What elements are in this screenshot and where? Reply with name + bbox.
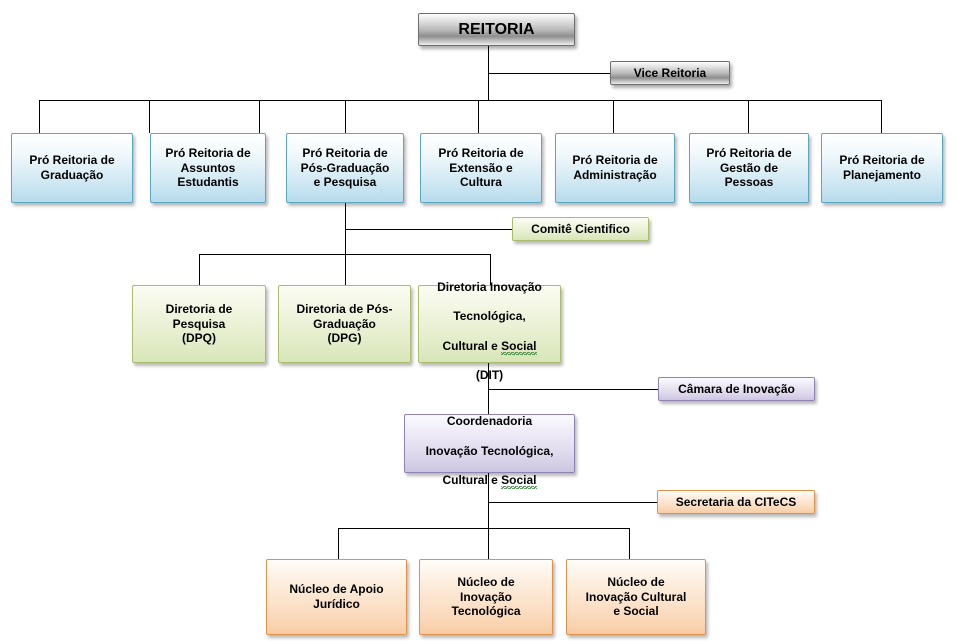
- node-secretaria-citecs[interactable]: Secretaria da CITeCS: [657, 490, 815, 514]
- node-pro-reitoria-gestao-pessoas-label: Pró Reitoria de Gestão de Pessoas: [706, 146, 792, 190]
- node-nucleo-inovacao-tecnologica[interactable]: Núcleo de Inovação Tecnológica: [419, 559, 553, 635]
- connector-drop-5: [478, 100, 479, 133]
- node-pro-reitoria-planejamento-label: Pró Reitoria de Planejamento: [839, 153, 925, 182]
- connector-drop-dpq: [199, 254, 200, 286]
- coord-line-2: Inovação Tecnológica,: [425, 443, 554, 458]
- node-diretoria-pos-graduacao[interactable]: Diretoria de Pós- Graduação (DPG): [278, 285, 411, 363]
- node-vice-reitoria[interactable]: Vice Reitoria: [610, 61, 730, 85]
- node-pro-reitoria-planejamento[interactable]: Pró Reitoria de Planejamento: [821, 133, 943, 203]
- connector-comite: [345, 229, 512, 230]
- connector-camara: [488, 389, 658, 390]
- node-coordenadoria-citecs[interactable]: Coordenadoria Inovação Tecnológica, Cult…: [404, 414, 575, 489]
- node-nucleo-inovacao-tecnologica-label: Núcleo de Inovação Tecnológica: [451, 575, 521, 619]
- node-pro-reitoria-assuntos-estudantis-label: Pró Reitoria de Assuntos Estudantis: [165, 146, 251, 190]
- node-reitoria[interactable]: REITORIA: [418, 13, 575, 46]
- connector-coordenadoria-stem: [488, 473, 489, 560]
- node-diretoria-pesquisa[interactable]: Diretoria de Pesquisa (DPQ): [132, 285, 266, 363]
- connector-drop-2: [149, 100, 150, 133]
- node-nucleo-inovacao-cultural-social-label: Núcleo de Inovação Cultural e Social: [585, 575, 687, 619]
- node-pro-reitoria-administracao[interactable]: Pró Reitoria de Administração: [555, 133, 675, 203]
- node-diretoria-inovacao-dit-label: Diretoria Inovação Tecnológica, Cultural…: [433, 266, 546, 383]
- dit-line-2: Tecnológica,: [453, 309, 526, 324]
- connector-drop-1: [39, 100, 40, 133]
- node-camara-inovacao-label: Câmara de Inovação: [678, 381, 795, 396]
- dit-line-4: (DIT): [475, 367, 504, 382]
- connector-drop-4: [345, 100, 346, 133]
- connector-secretaria: [488, 502, 657, 503]
- coord-line-3-misspelled: Social: [501, 472, 537, 489]
- coord-line-1: Coordenadoria: [446, 414, 533, 429]
- connector-posgrad-stem: [345, 203, 346, 286]
- node-diretoria-pesquisa-label: Diretoria de Pesquisa (DPQ): [165, 302, 233, 346]
- node-nucleo-inovacao-cultural-social[interactable]: Núcleo de Inovação Cultural e Social: [566, 559, 706, 635]
- node-secretaria-citecs-label: Secretaria da CITeCS: [675, 494, 797, 509]
- node-diretoria-pos-graduacao-label: Diretoria de Pós- Graduação (DPG): [296, 302, 393, 346]
- dit-line-3-misspelled: Social: [501, 338, 537, 355]
- node-vice-reitoria-label: Vice Reitoria: [633, 65, 707, 80]
- connector-drop-nucleo-3: [629, 528, 630, 560]
- connector-diretorias-bus: [199, 254, 491, 255]
- connector-drop-7: [748, 100, 749, 133]
- node-pro-reitoria-gestao-pessoas[interactable]: Pró Reitoria de Gestão de Pessoas: [689, 133, 809, 203]
- connector-drop-dit: [490, 254, 491, 286]
- node-pro-reitoria-assuntos-estudantis[interactable]: Pró Reitoria de Assuntos Estudantis: [150, 133, 266, 203]
- coord-line-3-pre: Cultural e: [442, 472, 502, 487]
- node-pro-reitoria-extensao-cultura[interactable]: Pró Reitoria de Extensão e Cultura: [420, 133, 542, 203]
- node-pro-reitoria-posgraduacao-pesquisa[interactable]: Pró Reitoria de Pós-Graduação e Pesquisa: [286, 133, 404, 203]
- node-pro-reitoria-administracao-label: Pró Reitoria de Administração: [572, 153, 658, 182]
- node-nucleo-apoio-juridico-label: Núcleo de Apoio Jurídico: [289, 582, 384, 611]
- connector-drop-6: [613, 100, 614, 133]
- connector-drop-3: [259, 100, 260, 133]
- node-comite-cientifico[interactable]: Comitê Cientifico: [512, 217, 649, 241]
- node-pro-reitoria-graduacao-label: Pró Reitoria de Graduação: [29, 153, 115, 182]
- node-pro-reitoria-graduacao[interactable]: Pró Reitoria de Graduação: [11, 133, 133, 203]
- connector-vice-reitoria: [488, 73, 610, 74]
- connector-nucleos-bus: [338, 528, 630, 529]
- dit-line-3-pre: Cultural e: [442, 338, 502, 353]
- node-diretoria-inovacao-dit[interactable]: Diretoria Inovação Tecnológica, Cultural…: [418, 280, 561, 382]
- node-comite-cientifico-label: Comitê Cientifico: [531, 221, 630, 236]
- node-camara-inovacao[interactable]: Câmara de Inovação: [658, 377, 815, 401]
- node-reitoria-label: REITORIA: [458, 20, 535, 38]
- connector-drop-nucleo-1: [338, 528, 339, 560]
- node-coordenadoria-citecs-label: Coordenadoria Inovação Tecnológica, Cult…: [422, 400, 558, 489]
- connector-pro-reitoria-bus: [39, 100, 882, 101]
- node-pro-reitoria-posgraduacao-pesquisa-label: Pró Reitoria de Pós-Graduação e Pesquisa: [300, 146, 390, 190]
- node-nucleo-apoio-juridico[interactable]: Núcleo de Apoio Jurídico: [266, 559, 407, 635]
- dit-line-1: Diretoria Inovação: [437, 280, 542, 295]
- node-pro-reitoria-extensao-cultura-label: Pró Reitoria de Extensão e Cultura: [438, 146, 524, 190]
- connector-drop-8: [881, 100, 882, 133]
